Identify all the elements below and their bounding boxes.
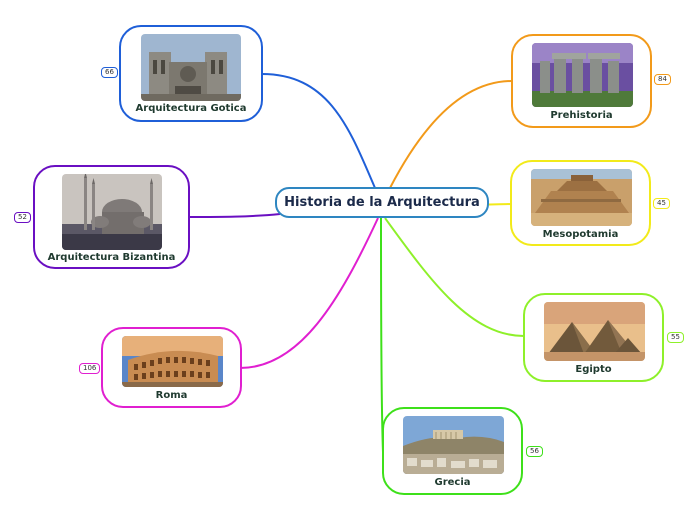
node-label: Egipto — [525, 364, 662, 375]
node-label: Arquitectura Bizantina — [35, 252, 188, 263]
count-badge: 84 — [654, 74, 671, 85]
colosseum-photo — [122, 336, 223, 387]
ziggurat-photo — [531, 169, 632, 226]
node-arquitectura-gotica[interactable]: Arquitectura Gotica — [119, 25, 263, 122]
cathedral-photo — [141, 34, 241, 101]
link-roma — [240, 218, 378, 368]
node-mesopotamia[interactable]: Mesopotamia — [510, 160, 651, 246]
link-prehistoria — [390, 81, 512, 188]
count-badge: 106 — [79, 363, 100, 374]
node-roma[interactable]: Roma — [101, 327, 242, 408]
node-grecia[interactable]: Grecia — [382, 407, 523, 495]
count-badge: 66 — [101, 67, 118, 78]
node-label: Prehistoria — [513, 110, 650, 121]
count-badge: 52 — [14, 212, 31, 223]
link-gotica — [262, 74, 375, 188]
stonehenge-photo — [532, 43, 633, 107]
node-prehistoria[interactable]: Prehistoria — [511, 34, 652, 128]
node-arquitectura-bizantina[interactable]: Arquitectura Bizantina — [33, 165, 190, 269]
node-label: Roma — [103, 390, 240, 401]
node-label: Mesopotamia — [512, 229, 649, 240]
link-bizantina — [189, 214, 280, 217]
node-label: Arquitectura Gotica — [121, 103, 261, 114]
pyramids-photo — [544, 302, 645, 361]
acropolis-photo — [403, 416, 504, 474]
link-egipto — [385, 218, 524, 336]
count-badge: 45 — [653, 198, 670, 209]
count-badge: 55 — [667, 332, 684, 343]
central-topic[interactable]: Historia de la Arquitectura — [275, 187, 489, 218]
mosque-photo — [62, 174, 162, 250]
link-grecia — [381, 218, 383, 452]
node-label: Grecia — [384, 477, 521, 488]
count-badge: 56 — [526, 446, 543, 457]
node-egipto[interactable]: Egipto — [523, 293, 664, 382]
